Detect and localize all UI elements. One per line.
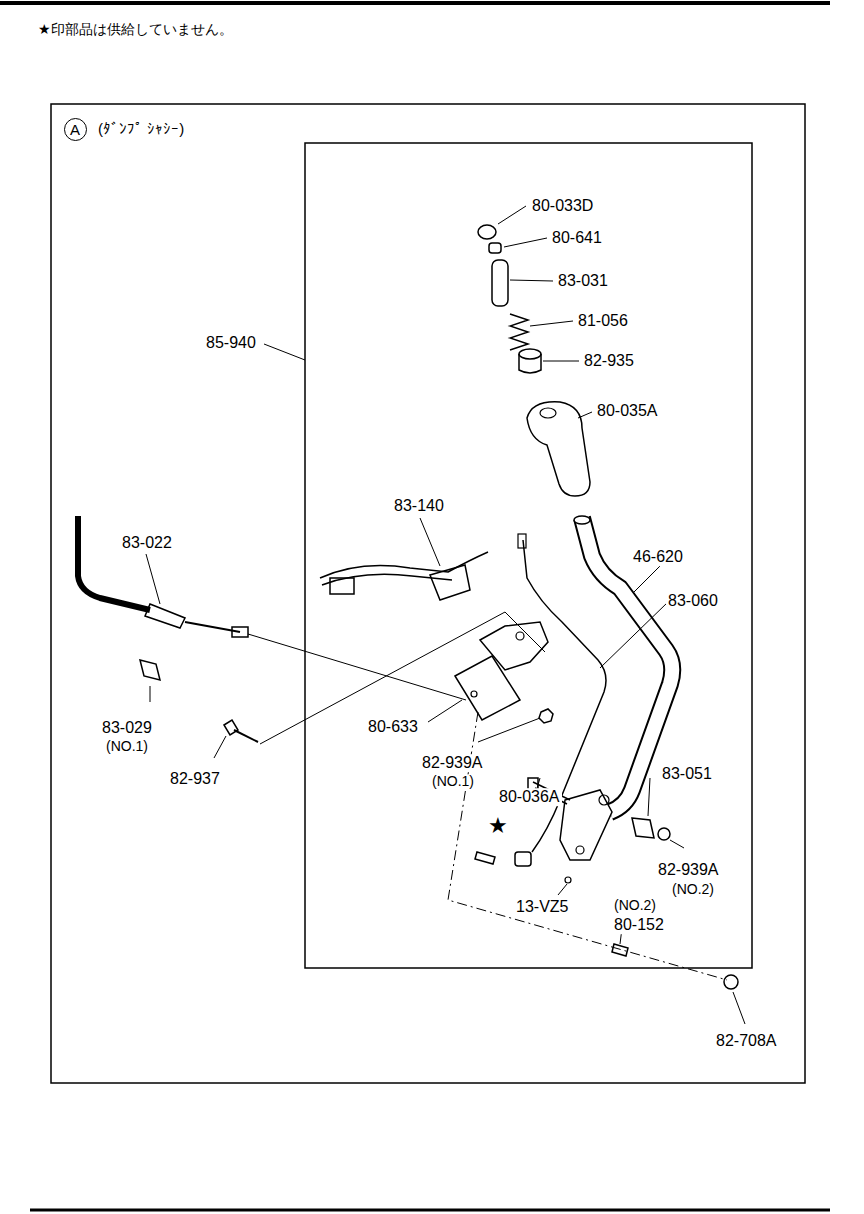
callout-number: 13-VZ5 [514,898,570,916]
drawing-line [480,622,548,670]
drawing-line [232,627,248,637]
drawing-line [260,612,545,744]
drawing-line [658,828,670,840]
callout-number: 82-708A [714,1032,779,1050]
drawing-line [455,656,520,720]
drawing-line [492,260,508,306]
drawing-line [632,818,654,838]
drawing-line [305,143,752,968]
drawing-line [634,566,660,592]
callout-number: ★ [486,814,510,838]
note-text: (ﾀﾞﾝﾌﾟ ｼｬｼｰ) [96,121,186,138]
drawing-line [540,408,556,418]
callout-number: 80-152 [612,916,666,934]
callout-number: 82-937 [168,770,222,788]
drawing-line [78,516,150,610]
drawing-line [145,604,185,628]
callout-number: 81-056 [576,312,630,330]
callout-number: 80-033D [530,197,595,215]
drawing-line [516,632,524,640]
drawing-line [150,686,151,702]
drawing-line [330,578,354,594]
drawing-line [51,104,805,1083]
drawing-line [510,314,528,350]
drawing-line [478,225,496,239]
drawing-line [560,790,612,860]
drawing-line [140,660,160,680]
note-text: ★印部品は供給していません。 [36,22,235,37]
drawing-line [576,846,584,854]
drawing-line [612,944,628,956]
drawing-line [224,720,238,735]
callout-number: 83-140 [392,497,446,515]
drawing-line [600,602,668,668]
drawing-line [234,730,258,742]
callout-number: 82-935 [582,352,636,370]
drawing-line [519,354,541,373]
callout-circle: A [64,118,87,141]
drawing-line [527,402,590,496]
drawing-line [471,691,477,697]
drawing-line [430,565,470,600]
callout-number: (NO.2) [670,882,716,897]
drawing-line [565,877,571,883]
callout-number: 80-633 [366,718,420,736]
callout-number: 82-939A [656,861,721,879]
drawing-line [599,795,609,805]
callout-number: 80-641 [550,229,604,247]
callout-number: 85-940 [204,334,258,352]
callout-number: 83-022 [120,534,174,552]
drawing-line [515,852,531,866]
callout-number: 83-031 [556,272,610,290]
drawing-line [518,534,526,548]
drawing-line [648,778,650,816]
drawing-line [574,516,590,524]
drawing-line [428,700,462,722]
drawing-line [0,1,830,5]
callout-number: (NO.1) [430,774,476,789]
drawing-line [264,344,305,360]
drawing-line [578,412,592,418]
callout-number: 82-939A [420,754,485,772]
callout-number: 46-620 [631,548,685,566]
callout-number: (NO.2) [612,898,658,913]
drawing-line [670,840,684,848]
drawing-line [498,206,526,224]
callout-number: 80-035A [595,402,660,420]
drawing-line [543,361,579,362]
drawing-line [558,884,567,895]
drawing-line [724,975,738,989]
callout-number: 83-051 [660,765,714,783]
drawing-line [519,349,541,359]
callout-number: (NO.1) [104,739,150,754]
drawing-line [733,992,745,1024]
drawing-line [146,554,160,604]
drawing-line [539,709,553,723]
drawing-line [530,321,573,326]
drawing-line [504,238,547,247]
callout-number: 83-029 [100,719,154,737]
circle-letter: A [70,122,80,137]
callout-number: 83-060 [666,592,720,610]
drawing-line [478,718,540,742]
drawing-line [489,243,501,253]
drawing-line [214,736,226,758]
drawing-line [420,518,440,566]
drawing-line [510,280,553,281]
drawing-line [248,634,466,700]
drawing-line [448,712,727,980]
drawing-line [475,852,495,864]
callout-number: 80-036A [497,788,562,806]
drawing-line [30,1209,830,1212]
